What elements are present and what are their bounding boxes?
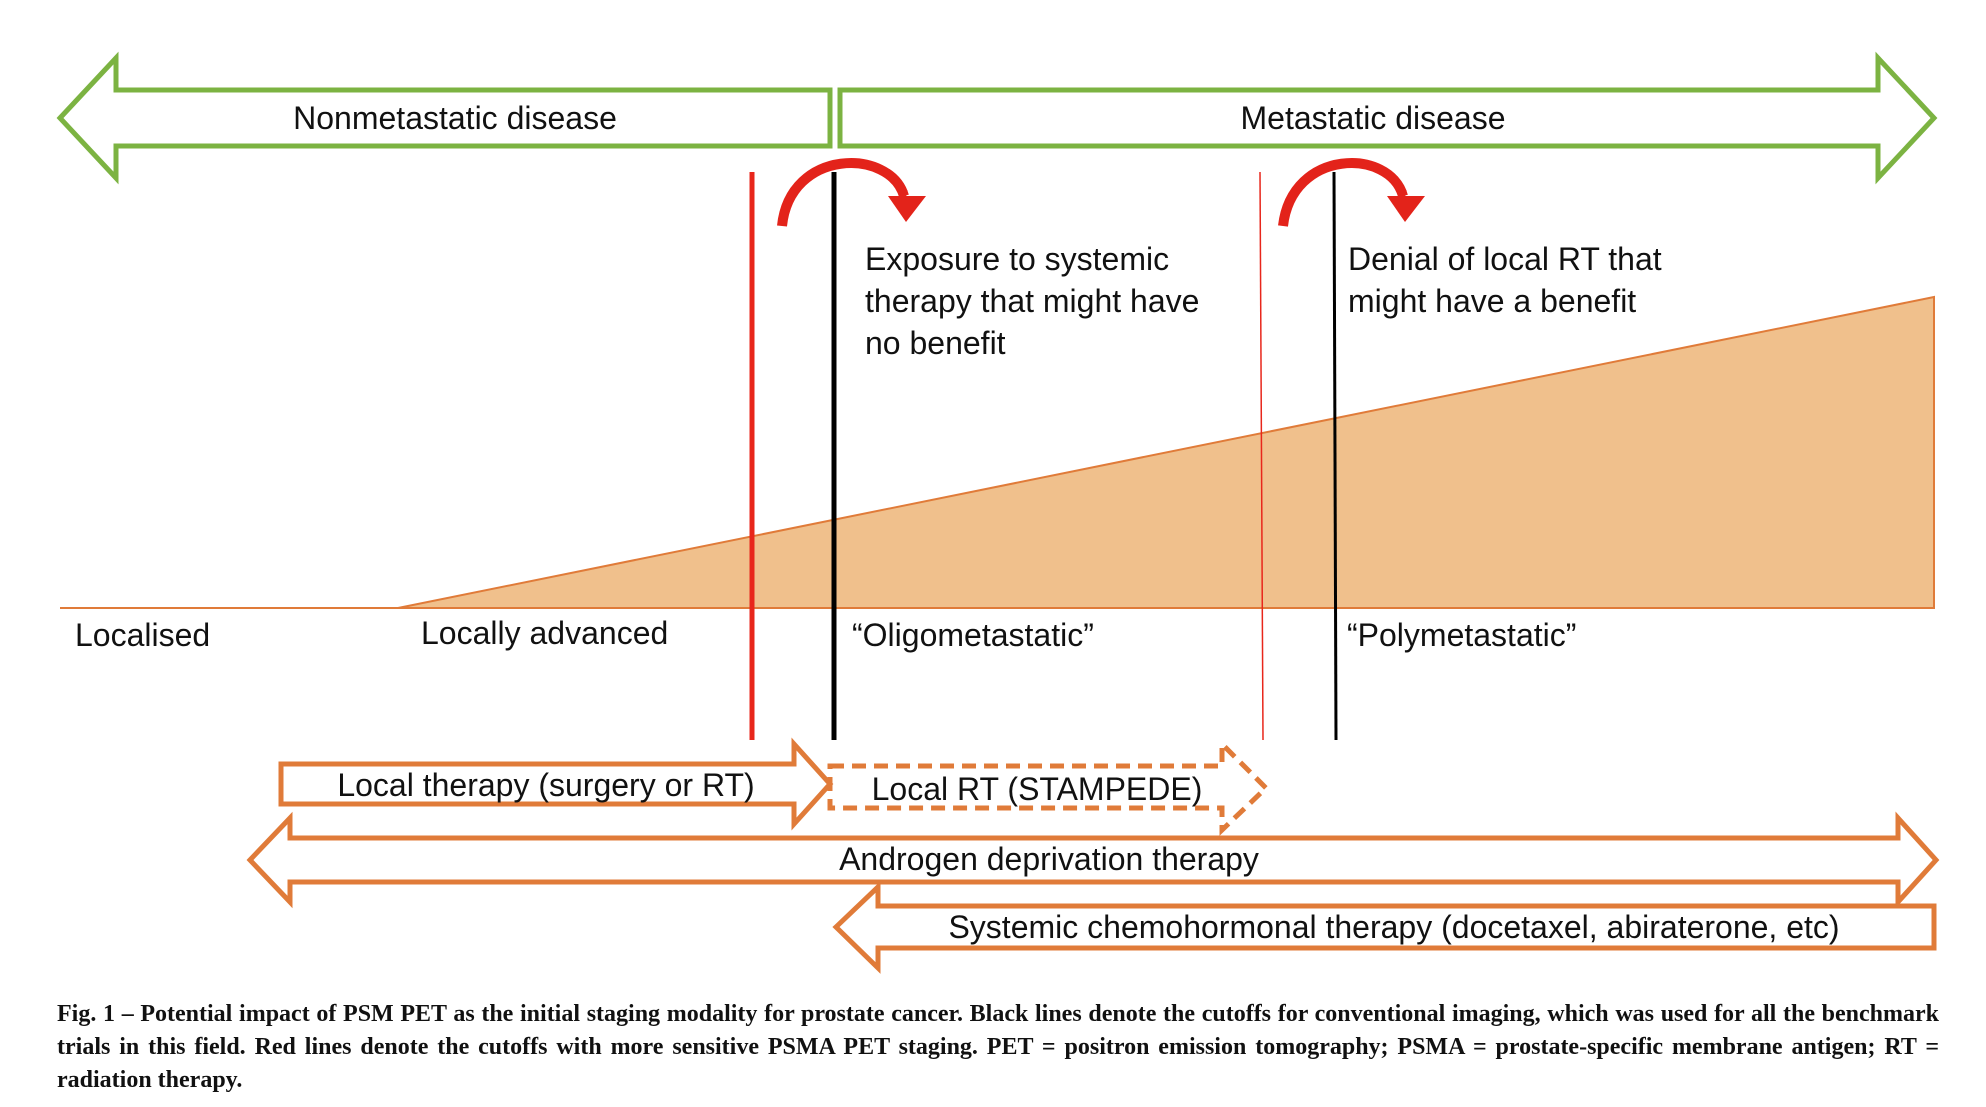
local-rt-stampede-label: Local RT (STAMPEDE) (872, 771, 1203, 807)
figure-caption: Fig. 1 – Potential impact of PSM PET as … (57, 1001, 1939, 1093)
psma-cutoff-line-red-2 (1259, 171, 1264, 741)
stage-locally-advanced: Locally advanced (421, 615, 668, 651)
stage-oligometastatic: “Oligometastatic” (852, 617, 1094, 653)
metastatic-arrow (837, 51, 1938, 185)
curved-arrow-1 (777, 158, 909, 227)
local-therapy-label: Local therapy (surgery or RT) (337, 767, 754, 803)
disease-burden-wedge (397, 295, 1935, 609)
curved-arrow-2 (1278, 158, 1408, 227)
nonmetastatic-arrow (56, 51, 833, 185)
local-annotation-line-1: Denial of local RT that (1348, 241, 1662, 277)
adt-label: Androgen deprivation therapy (839, 841, 1259, 877)
systemic-annotation-line-1: Exposure to systemic (865, 241, 1169, 277)
local-therapy-arrow (278, 737, 834, 831)
adt-arrow (246, 811, 1940, 909)
chemohormonal-label: Systemic chemohormonal therapy (docetaxe… (948, 909, 1839, 945)
conventional-cutoff-line-black-2 (1332, 171, 1338, 741)
chemohormonal-arrow (832, 881, 1937, 974)
nonmetastatic-label: Nonmetastatic disease (293, 100, 617, 136)
local-rt-stampede-arrow (827, 737, 1270, 836)
stage-localised: Localised (75, 617, 210, 653)
stage-polymetastatic: “Polymetastatic” (1347, 617, 1576, 653)
curved-arrow-1-head (888, 196, 926, 222)
metastatic-label: Metastatic disease (1240, 100, 1505, 136)
systemic-annotation-line-3: no benefit (865, 325, 1006, 361)
local-annotation-line-2: might have a benefit (1348, 283, 1636, 319)
systemic-annotation-line-2: therapy that might have (865, 283, 1199, 319)
curved-arrow-2-head (1387, 196, 1425, 222)
